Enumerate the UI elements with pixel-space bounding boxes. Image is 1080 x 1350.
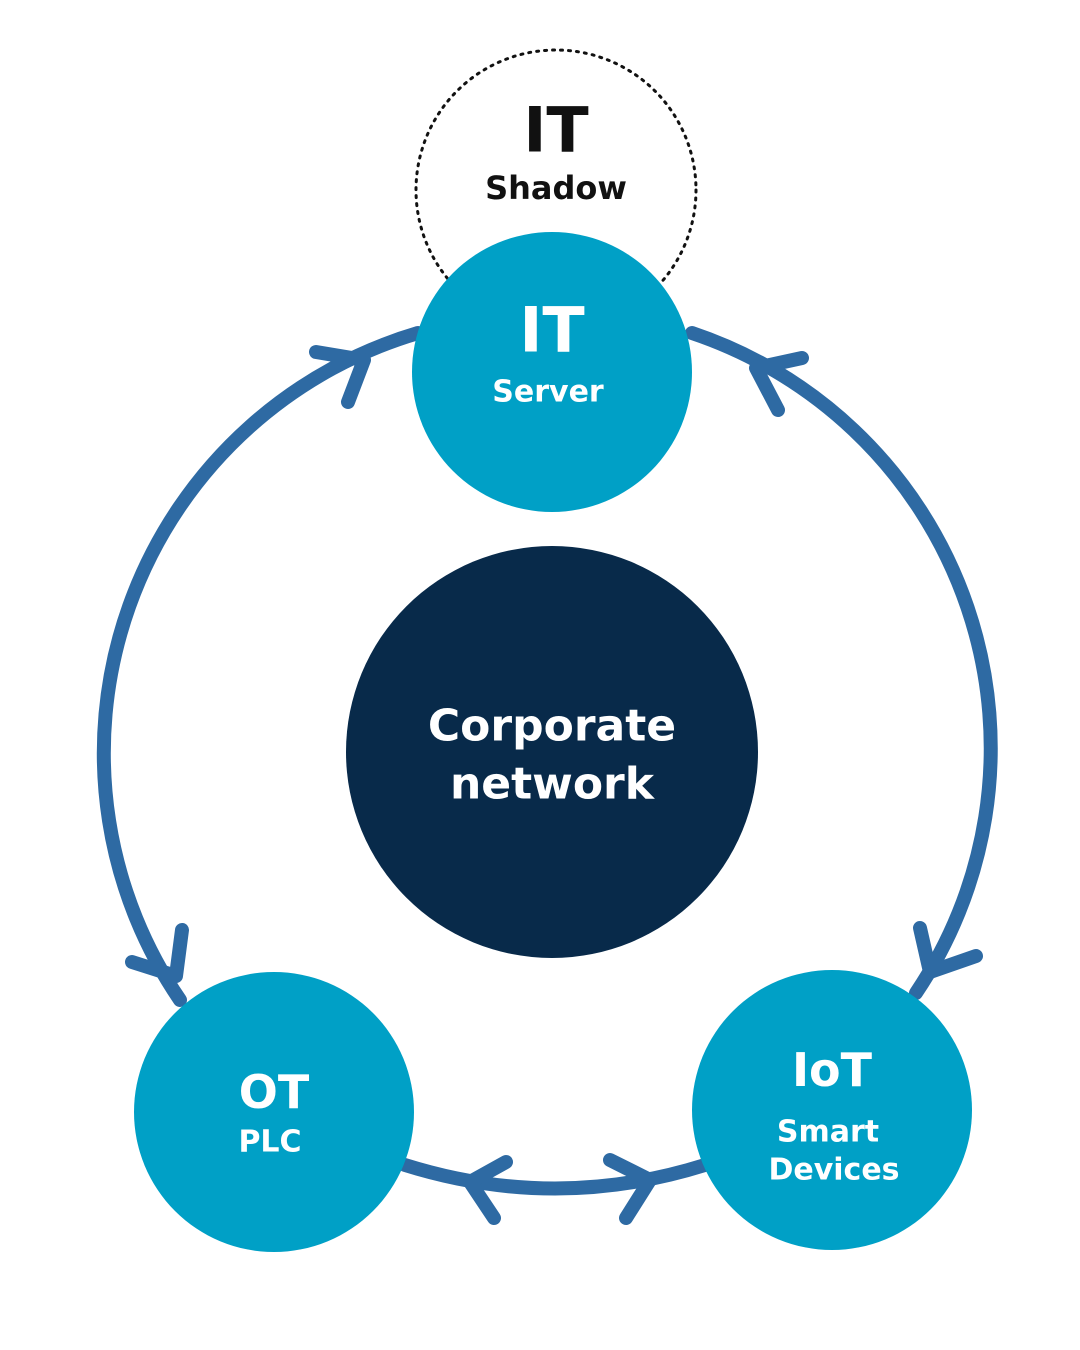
it-server-subtitle: Server: [492, 375, 604, 410]
ot-plc-subtitle: PLC: [238, 1125, 301, 1160]
it-server-title: IT: [519, 294, 584, 367]
arrow-lower-left: [125, 923, 189, 983]
arrow-bottom-right: [603, 1153, 657, 1225]
arc-it-iot: [685, 326, 998, 1000]
iot-smart-devices-title: IoT: [792, 1043, 873, 1097]
arc-it-ot: [96, 326, 425, 1007]
shadow-it-title: IT: [523, 94, 588, 167]
iot-smart-devices-circle: [692, 970, 972, 1250]
arrow-top-left: [309, 345, 371, 409]
iot-smart-devices-subtitle-line2: Devices: [768, 1153, 899, 1188]
ot-plc-node: OT PLC: [134, 972, 414, 1252]
corporate-network-line1: Corporate: [428, 701, 676, 752]
arrow-lower-right: [913, 921, 983, 979]
shadow-it-outline: [414, 48, 698, 332]
corporate-network-line2: network: [450, 759, 656, 810]
shadow-it-node: IT Shadow: [414, 48, 698, 332]
arc-ot-iot: [398, 1158, 712, 1196]
corporate-network-circle: [346, 546, 758, 958]
ot-plc-title: OT: [239, 1065, 310, 1119]
it-server-node: IT Server: [412, 232, 692, 512]
arrow-top-right: [749, 351, 809, 417]
shadow-it-subtitle: Shadow: [485, 169, 627, 207]
connection-ring: [96, 326, 998, 1225]
iot-smart-devices-subtitle-line1: Smart: [777, 1115, 879, 1150]
iot-smart-devices-node: IoT Smart Devices: [692, 970, 972, 1250]
it-server-circle: [412, 232, 692, 512]
arrow-bottom-left: [463, 1155, 513, 1225]
ot-plc-circle: [134, 972, 414, 1252]
corporate-network-node: Corporate network: [346, 546, 758, 958]
